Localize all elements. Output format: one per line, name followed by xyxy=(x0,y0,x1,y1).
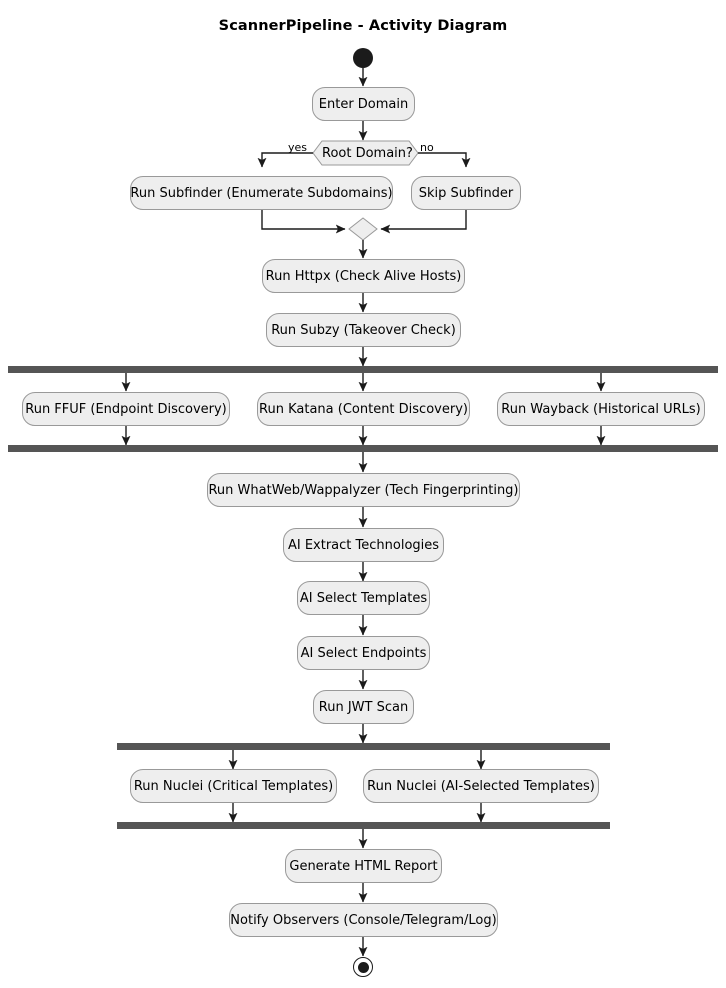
start-node xyxy=(353,48,373,68)
activity-run-httpx[interactable]: Run Httpx (Check Alive Hosts) xyxy=(262,259,465,293)
branch-label-yes: yes xyxy=(288,141,308,154)
activity-notify-observers[interactable]: Notify Observers (Console/Telegram/Log) xyxy=(229,903,498,937)
activity-skip-subfinder[interactable]: Skip Subfinder xyxy=(411,176,521,210)
activity-run-wayback[interactable]: Run Wayback (Historical URLs) xyxy=(497,392,705,426)
activity-run-nuclei-critical[interactable]: Run Nuclei (Critical Templates) xyxy=(130,769,337,803)
fork-bar-discovery xyxy=(8,366,718,373)
activity-ai-select-endpoints[interactable]: AI Select Endpoints xyxy=(297,636,430,670)
page-title: ScannerPipeline - Activity Diagram xyxy=(218,18,508,34)
activity-run-subfinder[interactable]: Run Subfinder (Enumerate Subdomains) xyxy=(130,176,393,210)
activity-enter-domain[interactable]: Enter Domain xyxy=(312,87,415,121)
activity-run-jwt-scan[interactable]: Run JWT Scan xyxy=(313,690,414,724)
decision-root-domain-label: Root Domain? xyxy=(322,146,413,161)
activity-generate-html-report[interactable]: Generate HTML Report xyxy=(285,849,442,883)
branch-label-no: no xyxy=(420,141,434,154)
activity-ai-select-templates[interactable]: AI Select Templates xyxy=(297,581,430,615)
activity-run-subzy[interactable]: Run Subzy (Takeover Check) xyxy=(266,313,461,347)
activity-run-nuclei-ai-selected[interactable]: Run Nuclei (AI-Selected Templates) xyxy=(363,769,599,803)
activity-run-katana[interactable]: Run Katana (Content Discovery) xyxy=(257,392,470,426)
activity-run-ffuf[interactable]: Run FFUF (Endpoint Discovery) xyxy=(22,392,230,426)
activity-run-whatweb[interactable]: Run WhatWeb/Wappalyzer (Tech Fingerprint… xyxy=(207,473,520,507)
join-bar-discovery xyxy=(8,445,718,452)
fork-bar-nuclei xyxy=(117,743,610,750)
activity-ai-extract-technologies[interactable]: AI Extract Technologies xyxy=(283,528,444,562)
end-node xyxy=(353,957,373,977)
join-bar-nuclei xyxy=(117,822,610,829)
